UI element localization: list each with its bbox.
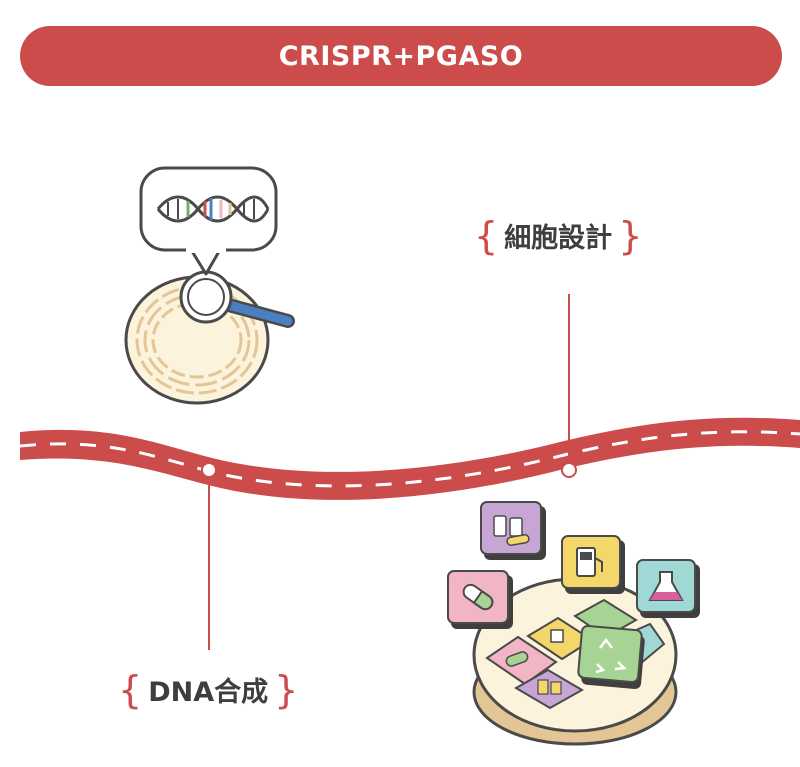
recycle-card-icon xyxy=(577,624,645,690)
page-title: CRISPR+PGASO xyxy=(278,40,524,72)
label-cell-design-text: 細胞設計 xyxy=(504,223,613,254)
label-cell-design: { 細胞設計 } xyxy=(474,216,642,255)
magnifier-icon xyxy=(179,270,295,328)
fuel-pump-card-icon xyxy=(561,535,625,594)
label-dna-synthesis-text: DNA合成 xyxy=(148,677,269,708)
table-card-purple xyxy=(513,668,585,710)
brace-right: } xyxy=(618,213,643,258)
flask-card-icon xyxy=(636,559,700,618)
brace-left: { xyxy=(118,667,143,712)
capsule-card-icon xyxy=(447,570,513,629)
dna-bubble-icon xyxy=(139,166,278,276)
road-marker-cell-design xyxy=(561,462,577,478)
label-dna-synthesis: { DNA合成 } xyxy=(118,670,298,709)
medicine-bottles-card-icon xyxy=(480,501,546,560)
brace-left: { xyxy=(474,213,499,258)
road xyxy=(19,417,800,500)
title-banner: CRISPR+PGASO xyxy=(20,26,782,86)
brace-right: } xyxy=(274,667,299,712)
road-marker-dna-synthesis xyxy=(201,462,217,478)
table-card-pink xyxy=(485,635,558,686)
